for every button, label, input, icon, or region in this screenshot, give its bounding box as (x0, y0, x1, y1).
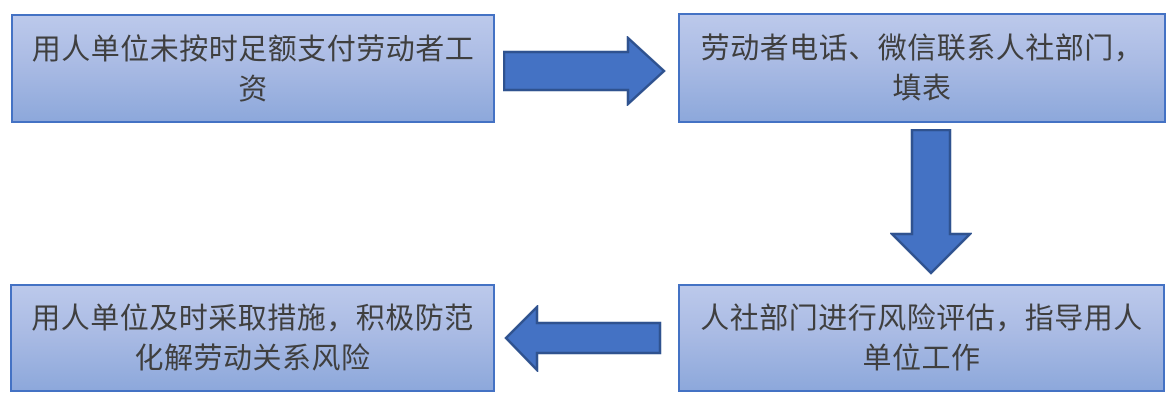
arrow-right-icon (503, 36, 666, 106)
flow-step-4-text-line-2: 化解劳动关系风险 (134, 341, 371, 375)
flow-step-1-box: 用人单位未按时足额支付劳动者工 资 (11, 14, 495, 123)
flow-step-2-text-line-1: 劳动者电话、微信联系人社部门， (700, 31, 1144, 65)
flow-step-3-box: 人社部门进行风险评估，指导用人 单位工作 (678, 284, 1165, 392)
arrow-down-icon (890, 129, 972, 275)
arrow-left-icon (504, 305, 662, 372)
flow-step-2-text-line-2: 填表 (892, 71, 952, 105)
flow-step-3-text-line-2: 单位工作 (862, 341, 981, 375)
flow-step-4-box: 用人单位及时采取措施，积极防范 化解劳动关系风险 (10, 284, 495, 392)
flow-step-4-text-line-1: 用人单位及时采取措施，积极防范 (31, 301, 474, 335)
flow-step-3-text-line-1: 人社部门进行风险评估，指导用人 (700, 301, 1143, 335)
flow-step-1-text-line-2: 资 (238, 71, 268, 106)
flow-step-1-text-line-1: 用人单位未按时足额支付劳动者工 (31, 31, 475, 66)
flow-step-2-box: 劳动者电话、微信联系人社部门， 填表 (678, 13, 1166, 123)
